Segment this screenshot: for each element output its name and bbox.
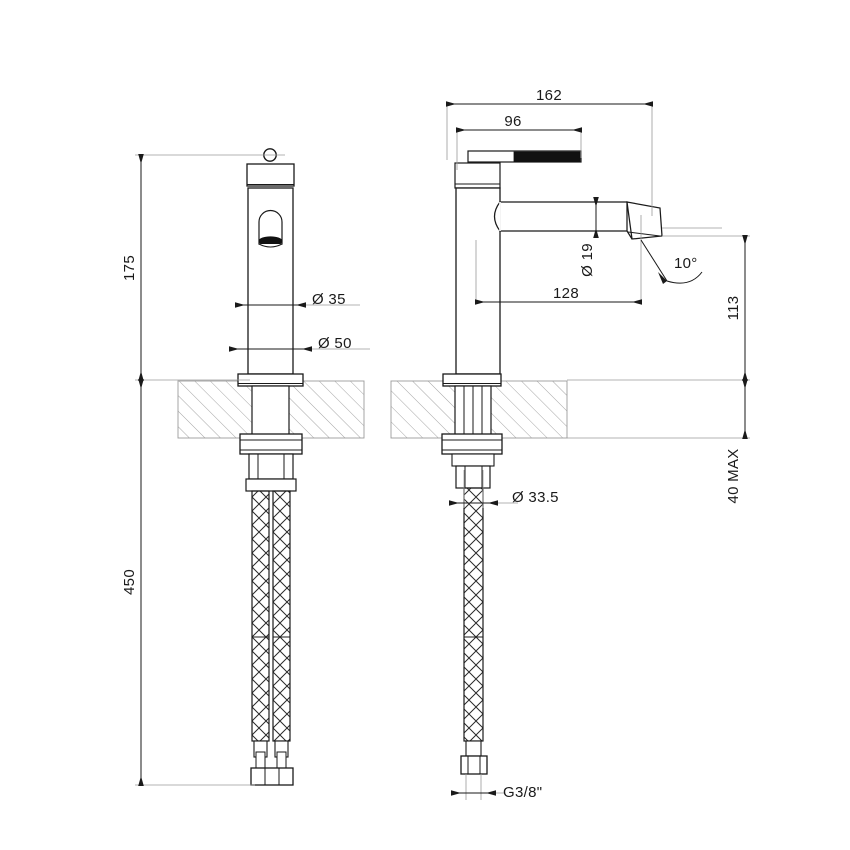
hose-fittings-left [250, 740, 294, 786]
shank-left [251, 385, 290, 436]
dimension-labels: 175 450 Ø 35 Ø 50 162 96 128 Ø 19 113 40… [121, 87, 742, 801]
washer-plate-right [441, 433, 503, 455]
lever-handle [467, 150, 582, 163]
lock-nut-right [451, 453, 495, 489]
label-dia-19: Ø 19 [579, 243, 596, 277]
label-113: 113 [725, 296, 742, 321]
label-162: 162 [536, 87, 562, 104]
braided-hose-right [463, 487, 484, 742]
spout-outlet-left [258, 209, 283, 248]
body-column-right [455, 187, 501, 375]
label-dia-335: Ø 33.5 [512, 489, 559, 506]
label-10-degrees: 10° [674, 255, 698, 272]
washer-plate-left [239, 433, 303, 455]
braided-hose-left-b [272, 490, 291, 742]
label-175: 175 [121, 255, 138, 281]
label-dia-35: Ø 35 [312, 291, 346, 308]
dimension-lines [138, 101, 748, 796]
top-collar-left [246, 163, 295, 187]
hose-end-nut-right [460, 740, 488, 775]
front-view [177, 148, 365, 786]
lock-nut-left [245, 453, 297, 492]
spout-tube [493, 201, 628, 232]
dim-10deg-leader [640, 239, 703, 284]
braided-hose-left-a [251, 490, 270, 742]
label-96: 96 [504, 113, 521, 130]
side-view [390, 150, 663, 775]
label-450: 450 [121, 569, 138, 595]
handle-base [454, 162, 501, 189]
label-g38: G3/8" [503, 784, 542, 801]
label-40-max: 40 MAX [725, 448, 742, 503]
base-flange-right [442, 373, 502, 387]
label-dia-50: Ø 50 [318, 335, 352, 352]
label-128: 128 [553, 285, 579, 302]
spout-outlet-tip [626, 201, 663, 240]
shank-right [454, 385, 492, 436]
